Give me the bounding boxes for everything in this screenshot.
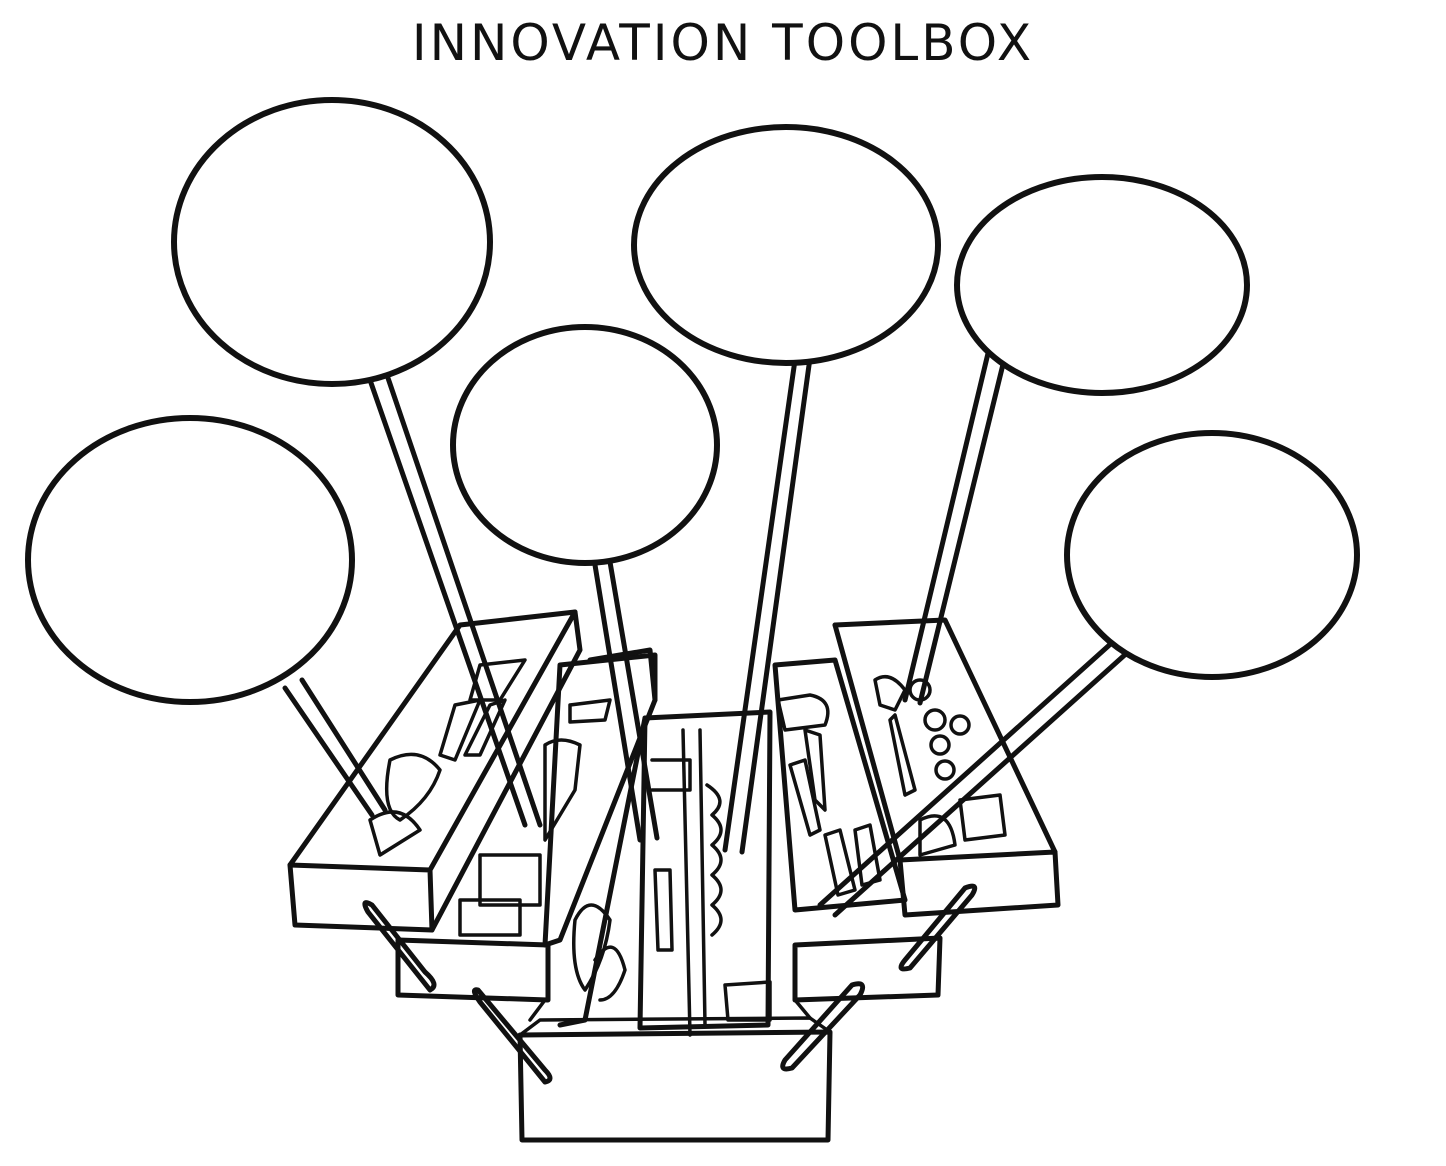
balloon-center-left [450, 324, 720, 566]
balloon-upper-right [954, 174, 1250, 396]
balloon-far-left [25, 415, 355, 705]
balloon-top-center [631, 124, 941, 366]
toolbox-right-outer-tray [832, 617, 1061, 918]
toolbox-center-compartment [637, 709, 773, 1037]
balloon-upper-left [171, 97, 493, 387]
toolbox-left-outer-tray [287, 609, 583, 933]
balloon-far-right [1064, 430, 1360, 680]
toolbox-middle-tray [395, 935, 943, 1022]
toolbox-left-inner-tray [458, 647, 658, 1028]
toolbox-hinges [362, 883, 978, 1085]
balloon-sticks [282, 342, 1131, 918]
balloons [25, 97, 1360, 705]
toolbox [287, 609, 1061, 1143]
page-title: INNOVATION TOOLBOX [411, 14, 1035, 72]
toolbox-base [517, 1016, 833, 1143]
